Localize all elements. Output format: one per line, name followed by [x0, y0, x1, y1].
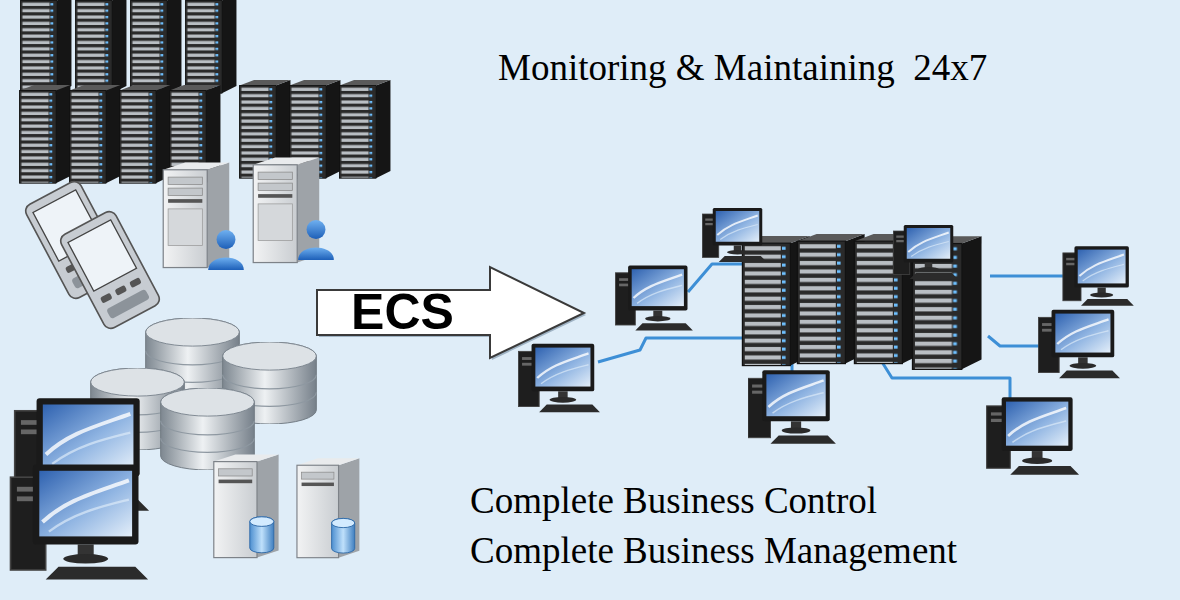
arrow-label: ECS — [319, 289, 486, 335]
arrow-outline — [317, 267, 584, 358]
title: Monitoring & Maintaining 24x7 — [498, 46, 987, 90]
tagline: Complete Business Management — [470, 529, 957, 573]
arrow-node: ECS — [315, 265, 587, 361]
tagline: Complete Business Control — [470, 479, 877, 523]
